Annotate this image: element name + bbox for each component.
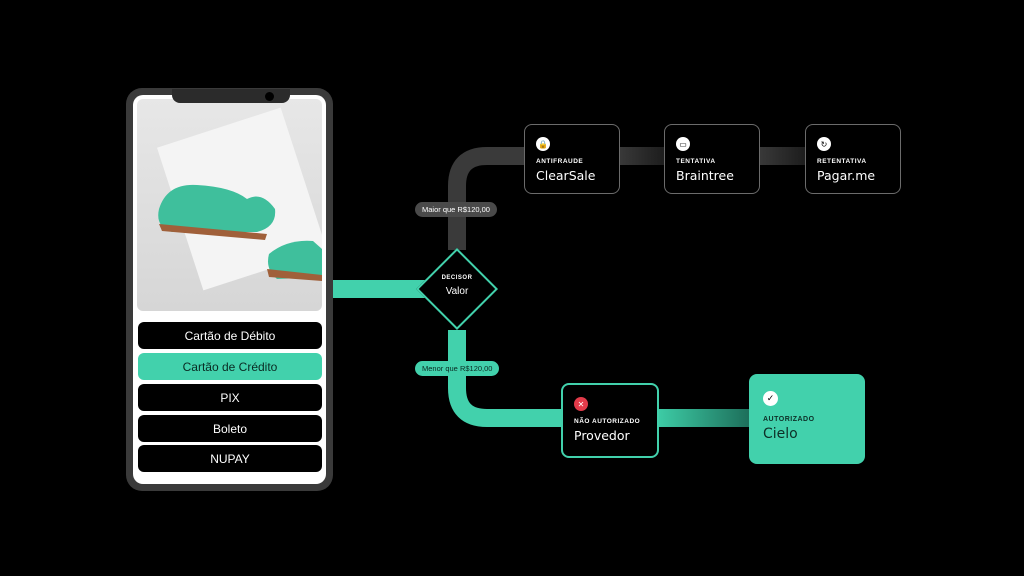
antifraud-small: ANTIFRAUDE [536,158,584,165]
upper-branch-label: Maior que R$120,00 [415,202,497,217]
payment-option-debit[interactable]: Cartão de Débito [138,322,322,349]
check-icon: ✓ [763,391,778,406]
lower-path [448,330,562,427]
retry-small: RETENTATIVA [817,158,867,165]
card-icon: ▭ [676,137,690,151]
attempt-provider: Braintree [676,168,734,183]
denied-small: NÃO AUTORIZADO [574,418,641,425]
upper-link-1 [618,147,665,165]
payment-option-credit[interactable]: Cartão de Crédito [138,353,322,380]
payment-option-pix[interactable]: PIX [138,384,322,411]
denied-card: ✕ NÃO AUTORIZADO Provedor [561,383,659,458]
antifraud-card: 🔒 ANTIFRAUDE ClearSale [524,124,620,194]
phone-to-decision-path [333,280,428,298]
approved-small: AUTORIZADO [763,416,815,423]
shoe-illustration [157,107,322,291]
denied-provider: Provedor [574,428,630,443]
decision-small-label: DECISOR [441,275,473,281]
upper-link-2 [758,147,806,165]
phone-notch [172,89,290,103]
lock-icon: 🔒 [536,137,550,151]
x-icon: ✕ [574,397,588,411]
antifraud-provider: ClearSale [536,168,596,183]
product-image [137,99,322,311]
attempt-card: ▭ TENTATIVA Braintree [664,124,760,194]
lower-link [655,409,750,427]
upper-path [448,147,525,250]
approved-provider: Cielo [763,426,798,442]
decision-label: Valor [445,286,469,297]
retry-card: ↻ RETENTATIVA Pagar.me [805,124,901,194]
payment-option-boleto[interactable]: Boleto [138,415,322,442]
retry-provider: Pagar.me [817,168,876,183]
approved-card: ✓ AUTORIZADO Cielo [749,374,865,464]
payment-option-nupay[interactable]: NUPAY [138,445,322,472]
attempt-small: TENTATIVA [676,158,716,165]
camera-icon [265,92,274,101]
lower-branch-label: Menor que R$120,00 [415,361,500,376]
retry-icon: ↻ [817,137,831,151]
